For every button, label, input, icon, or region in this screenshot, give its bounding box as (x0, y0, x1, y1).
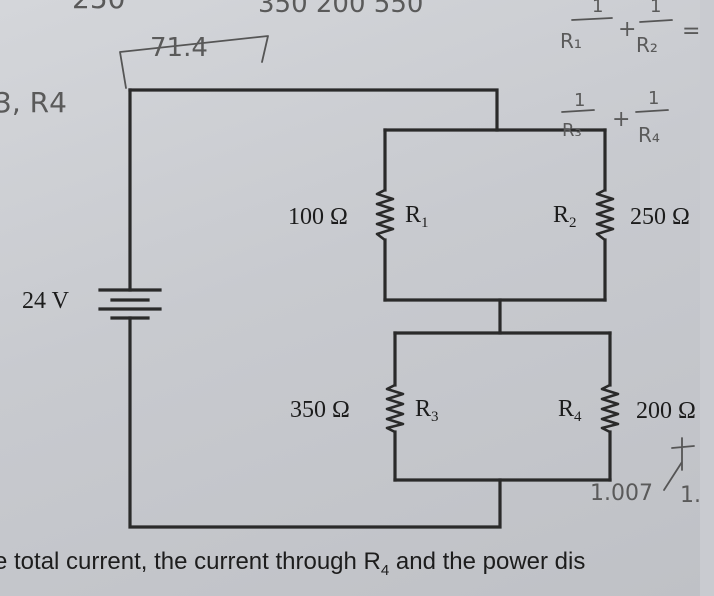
svg-text:1: 1 (648, 88, 659, 109)
svg-text:+: + (612, 107, 630, 132)
handwritten-bottom-value: 1.007 (590, 481, 653, 506)
svg-text:R₃: R₃ (562, 120, 582, 141)
r1-name-label: R1 (405, 202, 429, 231)
handwritten-slash (663, 437, 695, 491)
r3-name-label: R3 (415, 396, 439, 425)
handwritten-fractions: 1 R₁ + 1 R₂ = 1 R₃ + 1 R₄ (560, 0, 700, 147)
r4-value-label: 200 Ω (636, 398, 696, 424)
svg-text:+: + (618, 17, 636, 42)
handwritten-boxed-value: 71.4 (150, 33, 208, 63)
svg-text:R₂: R₂ (636, 33, 658, 57)
svg-text:1: 1 (592, 0, 603, 17)
battery-voltage-label: 24 V (22, 288, 70, 314)
r4-name-label: R4 (558, 396, 582, 425)
resistor-r3 (385, 383, 405, 434)
handwritten-box (119, 35, 269, 89)
wire-top (128, 88, 499, 132)
question-caption: e total current, the current through R4 … (0, 548, 586, 579)
svg-text:=: = (682, 19, 700, 44)
r2-name-label: R2 (553, 202, 577, 231)
svg-text:1: 1 (650, 0, 661, 17)
r3-value-label: 350 Ω (290, 397, 350, 423)
resistor-r4 (600, 383, 620, 434)
handwritten-top-numbers: 350 200 550 (258, 0, 423, 19)
svg-text:R₁: R₁ (560, 29, 582, 53)
svg-text:R₄: R₄ (638, 123, 660, 147)
r2-value-label: 250 Ω (630, 204, 690, 230)
handwritten-side-note: 3, R4 (0, 86, 67, 119)
handwritten-bottom-far: 1. (680, 483, 701, 508)
r1-value-label: 100 Ω (288, 204, 348, 230)
resistor-r1 (375, 188, 395, 242)
wire-left-lower (128, 316, 502, 529)
battery-symbol (98, 288, 162, 320)
svg-text:1: 1 (574, 90, 585, 111)
resistor-r2 (595, 188, 615, 242)
handwritten-top-left: 250 (72, 0, 125, 15)
